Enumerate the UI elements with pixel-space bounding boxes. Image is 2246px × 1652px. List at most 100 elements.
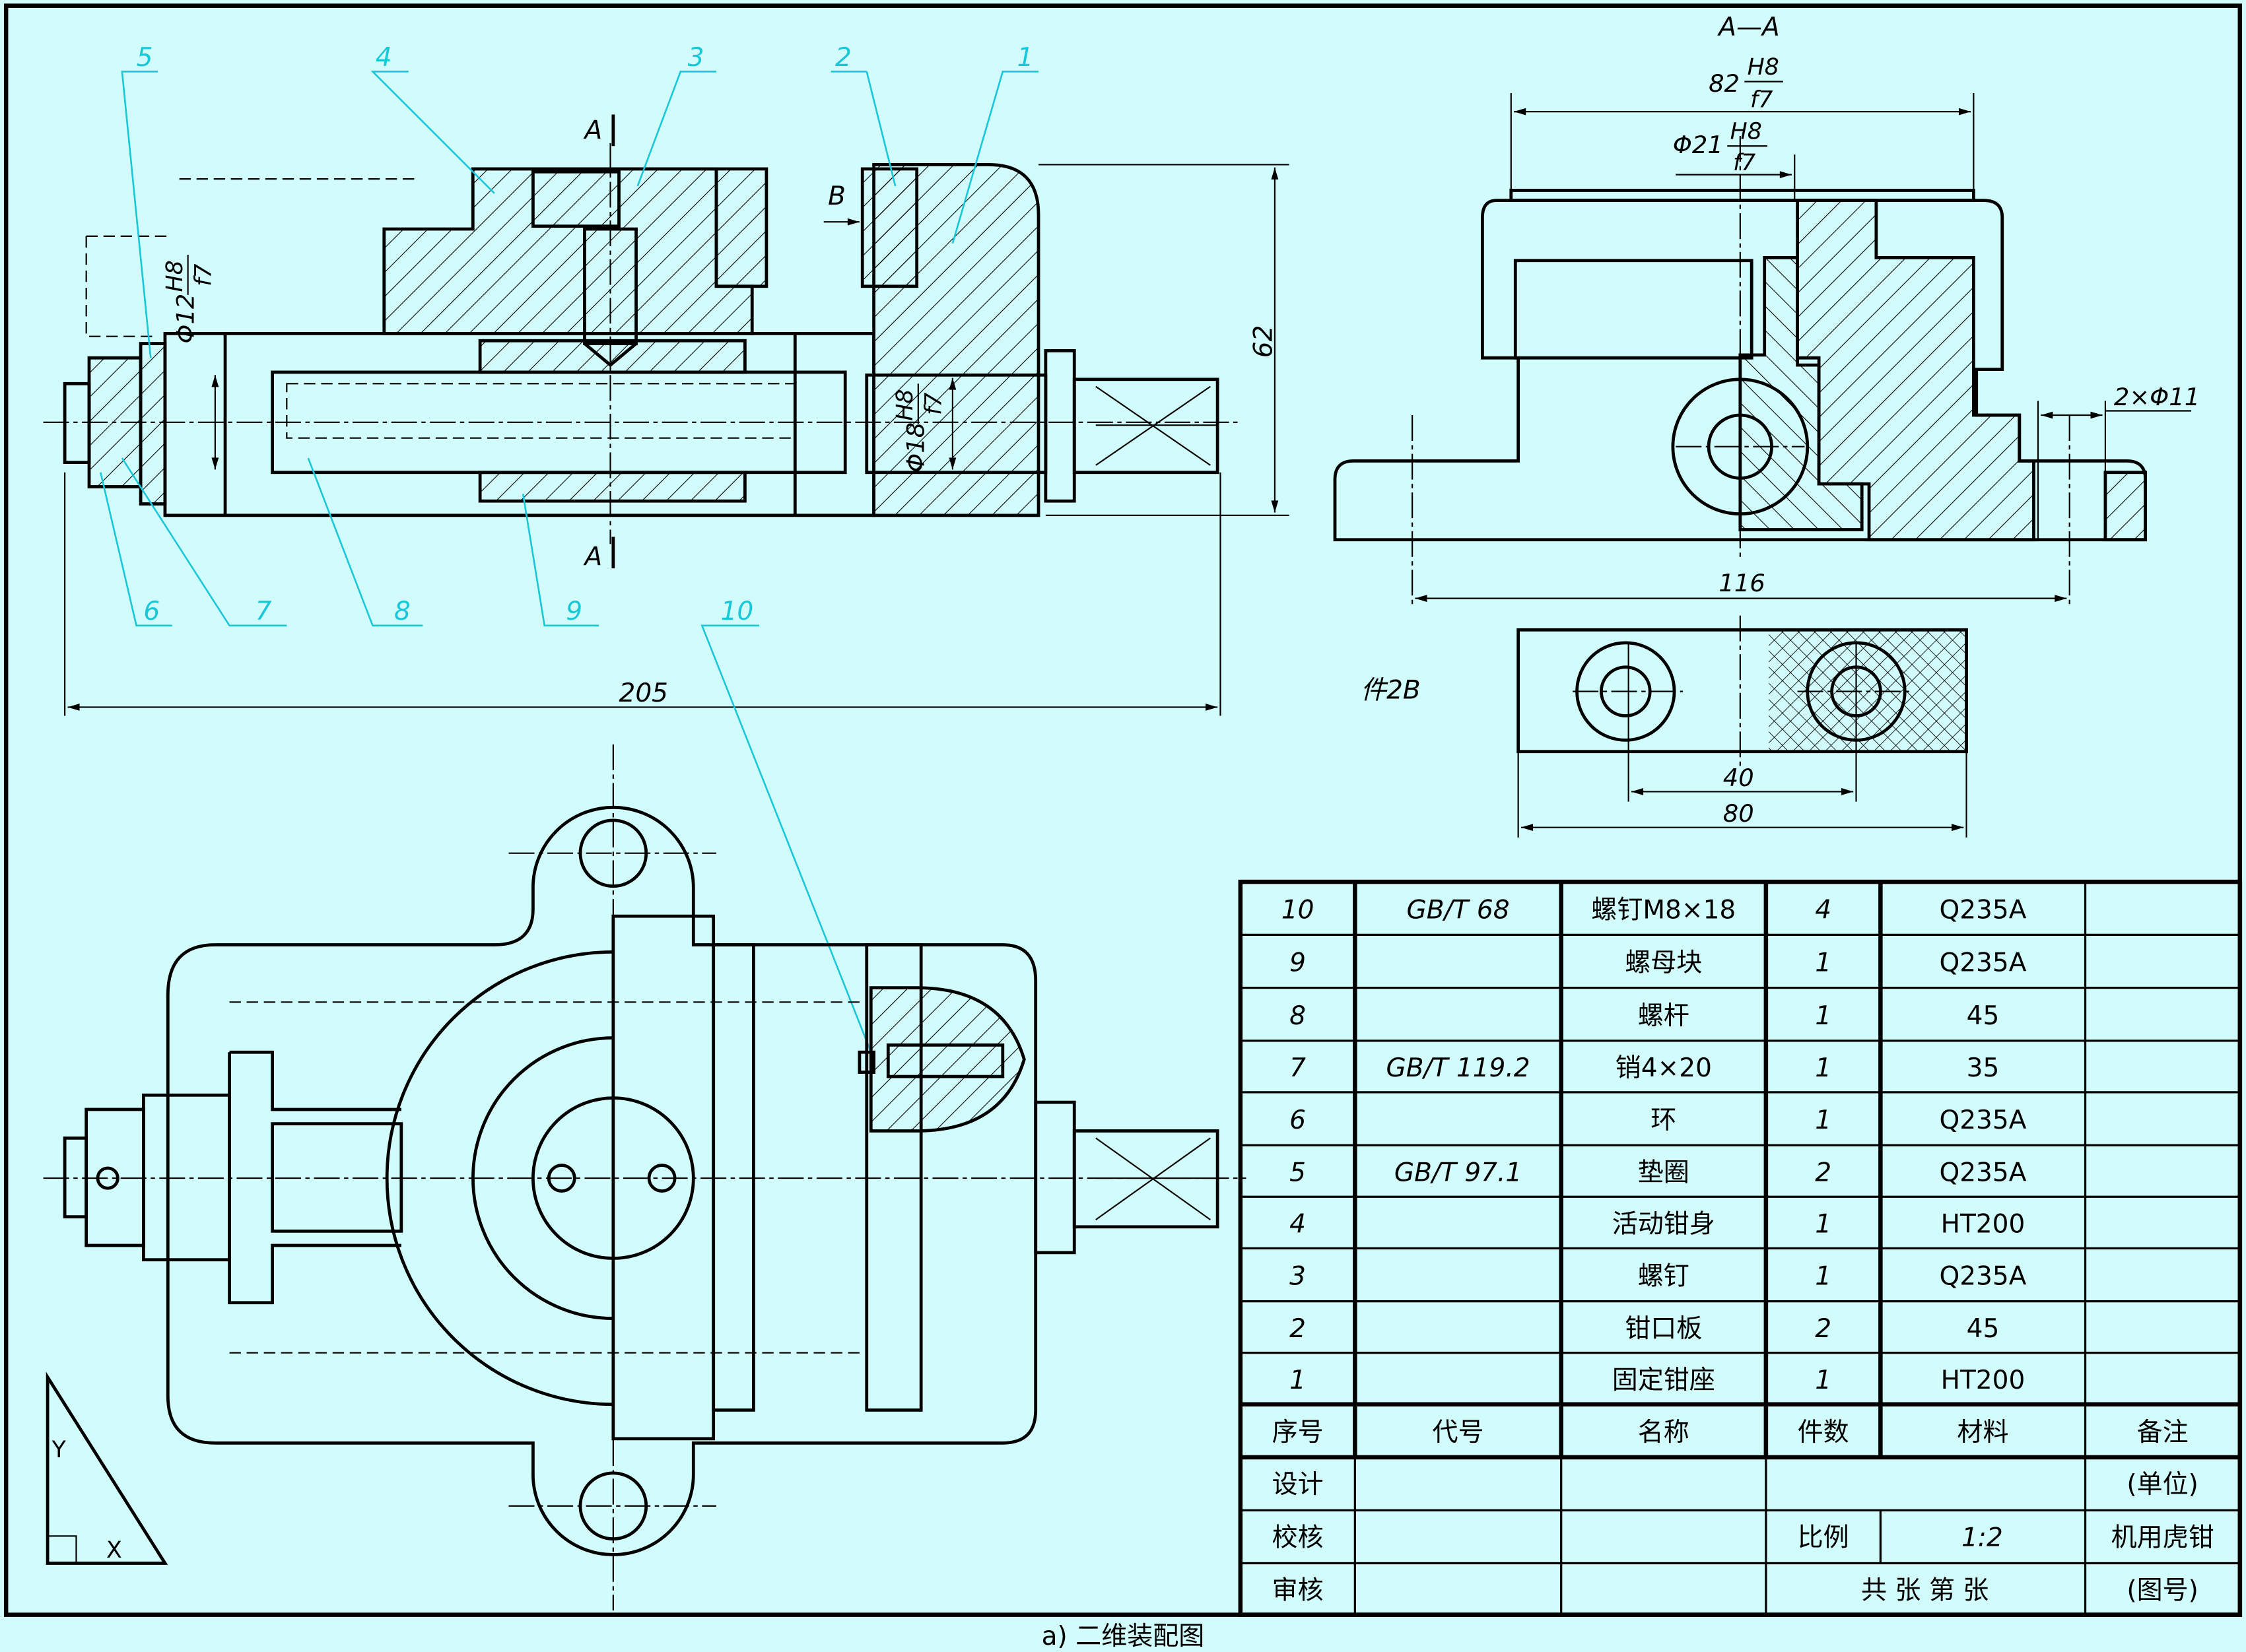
axis-y-label: Y	[51, 1437, 67, 1463]
table-cell-no: 4	[1289, 1209, 1306, 1239]
table-header: 代号	[1433, 1418, 1484, 1447]
table-cell-no: 6	[1289, 1106, 1306, 1135]
dim-overall-length: 205	[619, 678, 669, 708]
dim-fit-left-upper: H8	[162, 260, 188, 292]
washer-left	[139, 342, 167, 506]
dim-part-hole-spacing: 40	[1723, 764, 1754, 792]
table-cell-code: GB/T 119.2	[1386, 1053, 1530, 1083]
table-cell-material: Q235A	[1940, 1158, 2027, 1187]
nut-block-bottom	[478, 471, 747, 503]
table-cell-qty: 1	[1815, 1366, 1831, 1395]
table-header: 备注	[2137, 1418, 2189, 1447]
table-cell-name: 销4×20	[1616, 1053, 1712, 1083]
ring-left	[87, 356, 143, 488]
title-unit: (单位)	[2127, 1470, 2198, 1500]
table-cell-name: 活动钳身	[1612, 1209, 1715, 1239]
table-cell-material: Q235A	[1940, 895, 2027, 925]
table-cell-name: 螺钉M8×18	[1591, 895, 1736, 925]
section-mark-top: A	[582, 116, 602, 145]
dim-fit-right-upper: H8	[892, 389, 918, 421]
section-hatch-screw	[1738, 256, 1864, 531]
table-cell-code: GB/T 68	[1406, 895, 1509, 925]
table-cell-material: Q235A	[1940, 1106, 2027, 1135]
table-cell-material: HT200	[1941, 1209, 2025, 1239]
part-2b-view: 件2B 40 80	[1361, 615, 1968, 838]
dim-dia-fit-lower: f7	[1733, 150, 1755, 176]
view-mark-b: B	[828, 182, 846, 211]
table-cell-name: 螺杆	[1638, 1001, 1689, 1031]
leader-4: 4	[376, 43, 392, 73]
part-leaders: 1 2 3 4 5 6 7 8 9 10	[100, 43, 1039, 1060]
table-cell-no: 10	[1281, 895, 1314, 925]
title-check: 校核	[1272, 1523, 1324, 1552]
table-cell-material: 45	[1967, 1001, 2000, 1031]
table-cell-no: 1	[1289, 1366, 1306, 1395]
table-cell-qty: 4	[1815, 895, 1831, 925]
title-drawing-no: (图号)	[2127, 1576, 2198, 1606]
table-cell-no: 3	[1289, 1262, 1306, 1292]
table-cell-no: 7	[1289, 1053, 1306, 1083]
table-cell-name: 固定钳座	[1612, 1366, 1715, 1395]
axis-triangle: Y X	[46, 1371, 168, 1565]
dim-fit-right-prefix: Φ18	[902, 422, 930, 473]
axis-x-label: X	[106, 1537, 122, 1564]
table-cell-material: Q235A	[1940, 948, 2027, 978]
dim-fit-left-lower: f7	[190, 264, 217, 286]
dim-fit-left-prefix: Φ12	[171, 294, 199, 344]
table-cell-name: 垫圈	[1638, 1158, 1689, 1187]
table-cell-name: 钳口板	[1625, 1314, 1702, 1344]
jaw-plate-right	[860, 167, 919, 288]
screw-rod	[271, 370, 847, 475]
section-a-a-view: A—A 82 H8 f7 Φ21 H8 f7 2×Φ11 116	[1333, 13, 2200, 609]
title-drawing-name: 机用虎钳	[2111, 1523, 2214, 1552]
dim-fit-right-lower: f7	[921, 393, 947, 415]
leader-2: 2	[835, 43, 852, 73]
jaw-plate-left	[714, 167, 768, 288]
title-review: 审核	[1272, 1576, 1324, 1606]
dim-dia-fit-upper: H8	[1730, 118, 1762, 145]
table-cell-no: 9	[1289, 948, 1306, 978]
table-cell-no: 2	[1289, 1314, 1306, 1344]
dim-height: 62	[1249, 325, 1279, 358]
leader-9: 9	[566, 597, 582, 626]
table-cell-qty: 1	[1815, 1262, 1831, 1292]
table-cell-name: 螺钉	[1638, 1262, 1689, 1292]
part-view-title: 件2B	[1361, 675, 1421, 705]
table-cell-material: 45	[1967, 1314, 2000, 1344]
movable-jaw	[382, 167, 754, 335]
leader-7: 7	[255, 597, 272, 626]
title-sheets: 共 张 第 张	[1861, 1576, 1989, 1606]
front-section-view: A A B 205 62 Φ12 H8 f7 Φ18 H8 f7 1	[43, 43, 1289, 1060]
nut-block-top	[478, 339, 747, 374]
dim-hole-spacing: 116	[1719, 569, 1765, 597]
dim-dia-fit-prefix: Φ21	[1673, 131, 1723, 159]
title-scale-label: 比例	[1798, 1523, 1849, 1552]
leader-8: 8	[394, 597, 411, 626]
top-view	[43, 744, 1246, 1611]
figure-caption: a) 二维装配图	[1042, 1622, 1205, 1651]
leader-5: 5	[137, 43, 153, 73]
table-cell-qty: 1	[1815, 1209, 1831, 1239]
title-scale: 1:2	[1961, 1523, 2003, 1552]
table-cell-no: 5	[1289, 1158, 1306, 1187]
table-cell-material: HT200	[1941, 1366, 2025, 1395]
table-cell-qty: 1	[1815, 948, 1831, 978]
table-header: 序号	[1272, 1418, 1324, 1447]
drawing-frame	[3, 3, 2243, 1617]
table-header: 材料	[1957, 1418, 2008, 1447]
dim-width-fit-upper: H8	[1748, 54, 1779, 81]
title-design: 设计	[1272, 1470, 1324, 1500]
leader-6: 6	[143, 597, 160, 626]
table-cell-qty: 2	[1815, 1158, 1831, 1187]
table-cell-qty: 2	[1815, 1314, 1831, 1344]
dim-width-fit-lower: f7	[1750, 87, 1773, 114]
table-cell-no: 8	[1289, 1001, 1306, 1031]
table-header: 件数	[1798, 1418, 1849, 1447]
dim-width-fit-prefix: 82	[1709, 69, 1740, 98]
leader-10: 10	[721, 597, 754, 626]
table-cell-material: Q235A	[1940, 1262, 2027, 1292]
table-header: 名称	[1638, 1418, 1689, 1447]
table-cell-code: GB/T 97.1	[1394, 1158, 1522, 1187]
